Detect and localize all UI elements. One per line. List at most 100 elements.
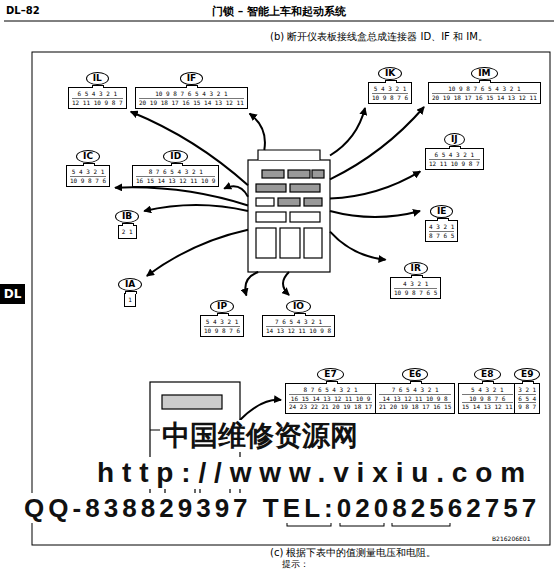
connector-body: 10 9 8 7 6 5 4 3 2 120 19 18 17 16 15 14…	[428, 82, 541, 104]
pin-row: 20 19 18 17 16 15 14 13 12 11	[432, 93, 537, 102]
pointer-arrow	[144, 205, 248, 211]
pin-row: 8 7 6 5 4 3 2 1	[289, 386, 372, 394]
pin-row: 10 9 8 7 6 5 4 3 2 1	[139, 90, 244, 98]
pointer-arrow	[330, 232, 386, 260]
connector-body: 6 5 4 3 2 112 11 10 9 8 7	[68, 87, 127, 109]
connector-callout: IR	[404, 262, 428, 275]
connector: IO 7 6 5 4 3 2 114 13 12 11 10 9 8	[262, 300, 335, 337]
connector: E7 8 7 6 5 4 3 2 116 15 14 13 12 11 10 92…	[285, 368, 376, 414]
connector-callout: ID	[163, 150, 188, 163]
connector-callout: IC	[76, 150, 100, 163]
pointer-arrow	[283, 272, 289, 295]
connector-body: 2 1	[118, 225, 137, 239]
pin-row: 5 4 3 2 1	[204, 318, 240, 326]
connector: IK 5 4 3 2 110 9 8 7 6	[368, 67, 412, 104]
pin-row: 2 1	[122, 228, 133, 236]
pointer-arrow	[330, 108, 365, 156]
pin-row: 3 2 1	[518, 386, 536, 394]
pin-row: 4 3 2 1	[394, 280, 437, 288]
pointer-arrow	[115, 187, 248, 205]
connector-body: 1	[124, 293, 136, 307]
connector-callout: IJ	[444, 133, 465, 146]
connector-body: 8 7 6 5 4 3 2 116 15 14 13 12 11 10 9	[132, 165, 219, 187]
connector-callout: IA	[118, 278, 142, 291]
pin-row: 5 4 3 2 1	[70, 168, 106, 176]
connector-body: 7 6 5 4 3 2 114 13 12 11 10 9 8	[262, 315, 335, 337]
step-text: (c) 根据下表中的值测量电压和电阻。	[270, 547, 436, 559]
pin-row: 5 4 3 2 1	[372, 85, 408, 93]
pin-row: 16 15 14 13 12 11 10 9	[289, 394, 372, 403]
pin-row: 24 23 22 21 20 19 18 17	[289, 402, 372, 411]
pin-row: 10 9 8 7 6 5 4 3 2 1	[432, 85, 537, 93]
pin-row: 6 5 4	[518, 394, 536, 403]
pin-row: 1	[128, 296, 132, 304]
pin-row: 10 9 8 7 6	[204, 326, 240, 335]
connector-body: 4 3 2 110 9 8 7 6 5	[390, 277, 441, 299]
pin-row: 10 9 8 7 6	[372, 93, 408, 102]
connector: E8 5 4 3 2 110 9 8 7 615 14 13 12 11	[458, 368, 517, 414]
connector-body: 3 2 16 5 49 8 7	[514, 383, 540, 414]
pointer-arrow	[250, 114, 265, 150]
connector-callout: IB	[115, 210, 139, 223]
pin-row: 16 15 14 13 12 11 10 9	[136, 176, 215, 185]
connector-body: 7 6 5 4 3 2 114 13 12 11 10 9 821 20 19 …	[375, 383, 455, 414]
connector-callout: E7	[317, 368, 343, 381]
pin-row: 6 5 4 3 2 1	[72, 90, 123, 98]
connector-body: 5 4 3 2 110 9 8 7 6	[200, 315, 244, 337]
connector-body: 10 9 8 7 6 5 4 3 2 120 19 18 17 16 15 14…	[135, 87, 248, 109]
watermark: http://www.vixiu.com	[95, 457, 535, 489]
pin-row: 7 6 5 4 3 2 1	[266, 318, 331, 326]
connector-callout: IK	[378, 67, 402, 80]
connector-callout: E9	[514, 368, 540, 381]
pin-row: 4 3 2 1	[429, 223, 454, 231]
pin-row: 10 9 8 7 6 5	[394, 288, 437, 297]
pin-row: 12 11 10 9 8 7	[429, 159, 480, 168]
page-title: 门锁 – 智能上车和起动系统	[212, 5, 346, 18]
connector: IM 10 9 8 7 6 5 4 3 2 120 19 18 17 16 15 …	[428, 67, 541, 104]
pin-row: 20 19 18 17 16 15 14 13 12 11	[139, 98, 244, 107]
pointer-arrow	[245, 272, 258, 296]
connector-body: 6 5 4 3 2 112 11 10 9 8 7	[425, 148, 484, 170]
junction-block	[248, 150, 330, 272]
connector-callout: IL	[86, 72, 109, 85]
watermark: 中国维修资源网	[160, 420, 360, 452]
connector-callout: E6	[402, 368, 428, 381]
connector: E9 3 2 16 5 49 8 7	[514, 368, 540, 414]
watermark: QQ-838829397 TEL:02082562757	[22, 493, 542, 523]
step-text: (b) 断开仪表板接线盒总成连接器 ID、IF 和 IM。	[270, 31, 488, 43]
pin-row: 12 11 10 9 8 7	[72, 98, 123, 107]
connector: IA 1	[118, 278, 142, 307]
section-tab: DL	[0, 284, 25, 304]
pin-row: 14 13 12 11 10 9 8	[379, 394, 451, 403]
connector: IJ 6 5 4 3 2 112 11 10 9 8 7	[425, 133, 484, 170]
pin-row: 8 7 6 5	[429, 231, 454, 240]
pointer-arrow	[224, 186, 248, 196]
connector-callout: E8	[474, 368, 500, 381]
pin-row: 14 13 12 11 10 9 8	[266, 326, 331, 335]
connector: ID 8 7 6 5 4 3 2 116 15 14 13 12 11 10 9	[132, 150, 219, 187]
pin-row: 10 9 8 7 6	[70, 176, 106, 185]
connector: E6 7 6 5 4 3 2 114 13 12 11 10 9 821 20 1…	[375, 368, 455, 414]
connector: IL 6 5 4 3 2 112 11 10 9 8 7	[68, 72, 127, 109]
connector: IE 4 3 2 18 7 6 5	[425, 205, 458, 242]
connector-callout: IF	[180, 72, 204, 85]
pin-row: 7 6 5 4 3 2 1	[379, 386, 451, 394]
figure-code: B216206E01	[492, 535, 530, 543]
connector: IR 4 3 2 110 9 8 7 6 5	[390, 262, 441, 299]
connector-callout: IO	[286, 300, 311, 313]
pin-row: 15 14 13 12 11	[462, 402, 513, 411]
hint-text: 提示：	[282, 559, 309, 570]
connector-body: 8 7 6 5 4 3 2 116 15 14 13 12 11 10 924 …	[285, 383, 376, 414]
pin-row: 10 9 8 7 6	[462, 394, 513, 403]
connector-callout: IP	[210, 300, 234, 313]
connector-body: 4 3 2 18 7 6 5	[425, 220, 458, 242]
connector: IB 2 1	[115, 210, 139, 239]
connector-body: 5 4 3 2 110 9 8 7 615 14 13 12 11	[458, 383, 517, 414]
connector-callout: IM	[471, 67, 497, 80]
pointer-arrow	[330, 107, 424, 179]
page-number: DL–82	[6, 5, 40, 17]
pin-row: 21 20 19 18 17 16 15	[379, 402, 451, 411]
connector-callout: IE	[430, 205, 454, 218]
connector: IP 5 4 3 2 110 9 8 7 6	[200, 300, 244, 337]
pointer-arrow	[147, 230, 248, 276]
